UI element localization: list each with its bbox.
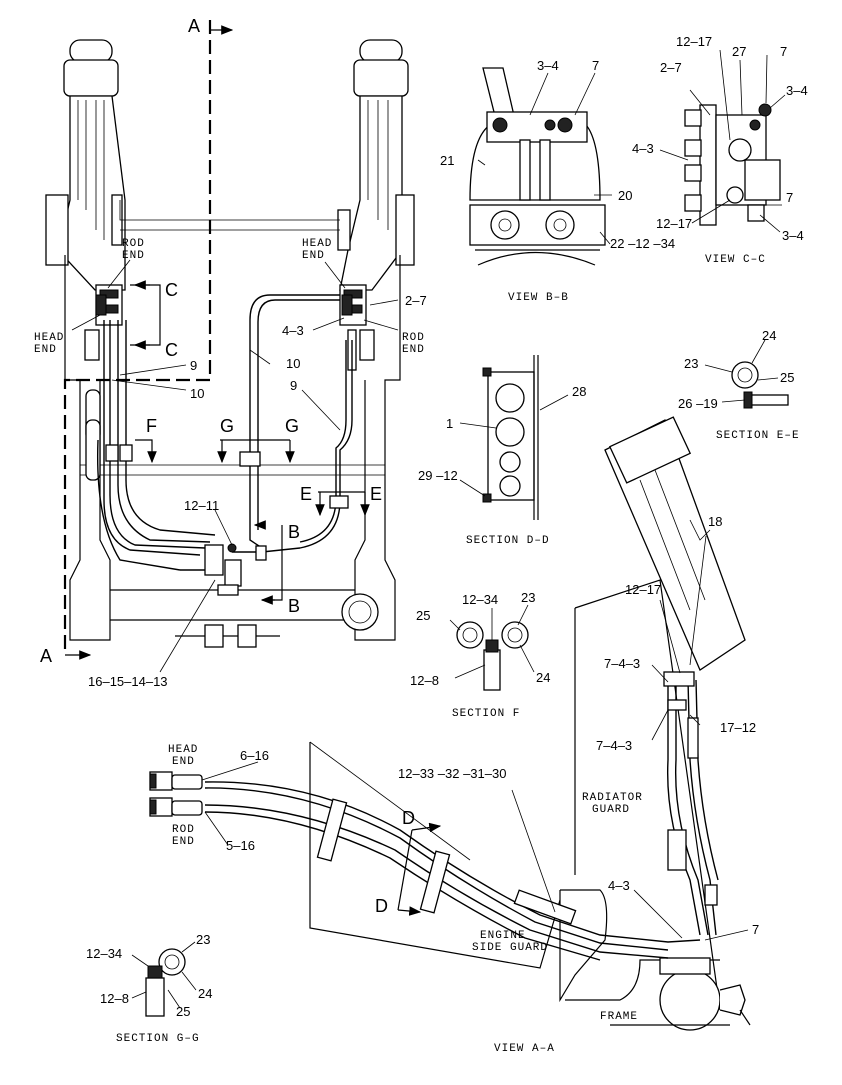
callout-2-7: 2–7 xyxy=(405,293,427,308)
vcc-callout-3-4-bottom: 3–4 xyxy=(782,228,804,243)
frame-outline xyxy=(64,200,401,648)
right-lift-cylinder xyxy=(337,39,415,371)
section-d-d-caption: SECTION D–D xyxy=(466,535,550,547)
section-g-marker-right: G xyxy=(285,416,299,436)
sgg-callout-23: 23 xyxy=(196,932,210,947)
sf-callout-12-8: 12–8 xyxy=(410,673,439,688)
vaa-callout-4-3: 4–3 xyxy=(608,878,630,893)
callout-4-3: 4–3 xyxy=(282,323,304,338)
view-a-a-caption: VIEW A–A xyxy=(494,1043,555,1055)
section-f-marker: F xyxy=(146,416,157,436)
section-cut-lines xyxy=(63,20,370,660)
callout-10-left: 10 xyxy=(190,386,204,401)
vaa-callout-7-4-3-upper: 7–4–3 xyxy=(604,656,640,671)
vaa-callout-5-16: 5–16 xyxy=(226,838,255,853)
sgg-callout-12-8: 12–8 xyxy=(100,991,129,1006)
sdd-callout-28: 28 xyxy=(572,384,586,399)
sgg-callout-12-34: 12–34 xyxy=(86,946,122,961)
vaa-callout-12-17: 12–17 xyxy=(625,582,661,597)
section-c-marker-top: C xyxy=(165,280,178,300)
see-callout-26-19: 26 –19 xyxy=(678,396,718,411)
frame-label: FRAME xyxy=(600,1011,638,1023)
vcc-callout-3-4-top: 3–4 xyxy=(786,83,808,98)
section-d-d: 28 1 29 –12 SECTION D–D xyxy=(418,355,586,547)
hoses xyxy=(96,294,353,571)
vcc-callout-12-17-top: 12–17 xyxy=(676,34,712,49)
sf-callout-24: 24 xyxy=(536,670,550,685)
clamps-and-valve xyxy=(95,294,353,596)
section-e-marker-right: E xyxy=(370,484,382,504)
section-d-marker-bottom: D xyxy=(375,896,388,916)
vaa-callout-7: 7 xyxy=(752,922,759,937)
view-b-b: 3–4 7 21 20 22 –12 –34 VIEW B–B xyxy=(440,58,675,304)
section-a-marker-bottom: A xyxy=(40,646,52,666)
callout-12-11: 12–11 xyxy=(184,498,219,513)
vcc-callout-27: 27 xyxy=(732,44,746,59)
callout-9-left: 9 xyxy=(190,358,197,373)
section-g-g-caption: SECTION G–G xyxy=(116,1033,200,1045)
section-b-marker-top: B xyxy=(288,522,300,542)
vaa-callout-18: 18 xyxy=(708,514,722,529)
callout-10-right: 10 xyxy=(286,356,300,371)
vcc-callout-7-bottom: 7 xyxy=(786,190,793,205)
section-e-e-caption: SECTION E–E xyxy=(716,430,800,442)
sgg-callout-25: 25 xyxy=(176,1004,190,1019)
vaa-callout-12-33-32-31-30: 12–33 –32 –31–30 xyxy=(398,766,506,781)
vcc-callout-2-7: 2–7 xyxy=(660,60,682,75)
vaa-callout-17-12: 17–12 xyxy=(720,720,756,735)
sf-callout-23: 23 xyxy=(521,590,535,605)
vbb-callout-20: 20 xyxy=(618,188,632,203)
section-b-marker-bottom: B xyxy=(288,596,300,616)
sf-callout-12-34: 12–34 xyxy=(462,592,498,607)
vbb-callout-22-12-34: 22 –12 –34 xyxy=(610,236,675,251)
callout-16-15-14-13: 16–15–14–13 xyxy=(88,674,168,689)
sgg-callout-24: 24 xyxy=(198,986,212,1001)
see-callout-24: 24 xyxy=(762,328,776,343)
vbb-callout-7: 7 xyxy=(592,58,599,73)
vcc-callout-7-top: 7 xyxy=(780,44,787,59)
vbb-callout-3-4: 3–4 xyxy=(537,58,559,73)
view-c-c: 12–17 27 7 2–7 3–4 4–3 7 12–17 3–4 VIEW … xyxy=(632,34,808,266)
see-callout-23: 23 xyxy=(684,356,698,371)
see-callout-25: 25 xyxy=(780,370,794,385)
sdd-callout-29-12: 29 –12 xyxy=(418,468,458,483)
vbb-callout-21: 21 xyxy=(440,153,454,168)
section-e-e: 24 23 25 26 –19 SECTION E–E xyxy=(678,328,800,442)
callout-9-right: 9 xyxy=(290,378,297,393)
vcc-callout-4-3: 4–3 xyxy=(632,141,654,156)
vaa-callout-7-4-3-lower: 7–4–3 xyxy=(596,738,632,753)
section-c-marker-bottom: C xyxy=(165,340,178,360)
section-g-g: 23 12–34 24 12–8 25 SECTION G–G xyxy=(86,932,212,1045)
view-b-b-caption: VIEW B–B xyxy=(508,292,569,304)
main-leaders xyxy=(71,259,399,673)
vcc-callout-12-17-bottom: 12–17 xyxy=(656,216,692,231)
section-e-marker-left: E xyxy=(300,484,312,504)
section-f-caption: SECTION F xyxy=(452,708,520,720)
sf-callout-25: 25 xyxy=(416,608,430,623)
section-a-marker-top: A xyxy=(188,16,200,36)
view-c-c-caption: VIEW C–C xyxy=(705,254,766,266)
sdd-callout-1: 1 xyxy=(446,416,453,431)
left-lift-cylinder xyxy=(45,39,126,326)
section-g-marker-left: G xyxy=(220,416,234,436)
section-f: 12–34 23 25 12–8 24 SECTION F xyxy=(410,590,550,720)
vaa-callout-6-16: 6–16 xyxy=(240,748,269,763)
section-d-marker-top: D xyxy=(402,808,415,828)
